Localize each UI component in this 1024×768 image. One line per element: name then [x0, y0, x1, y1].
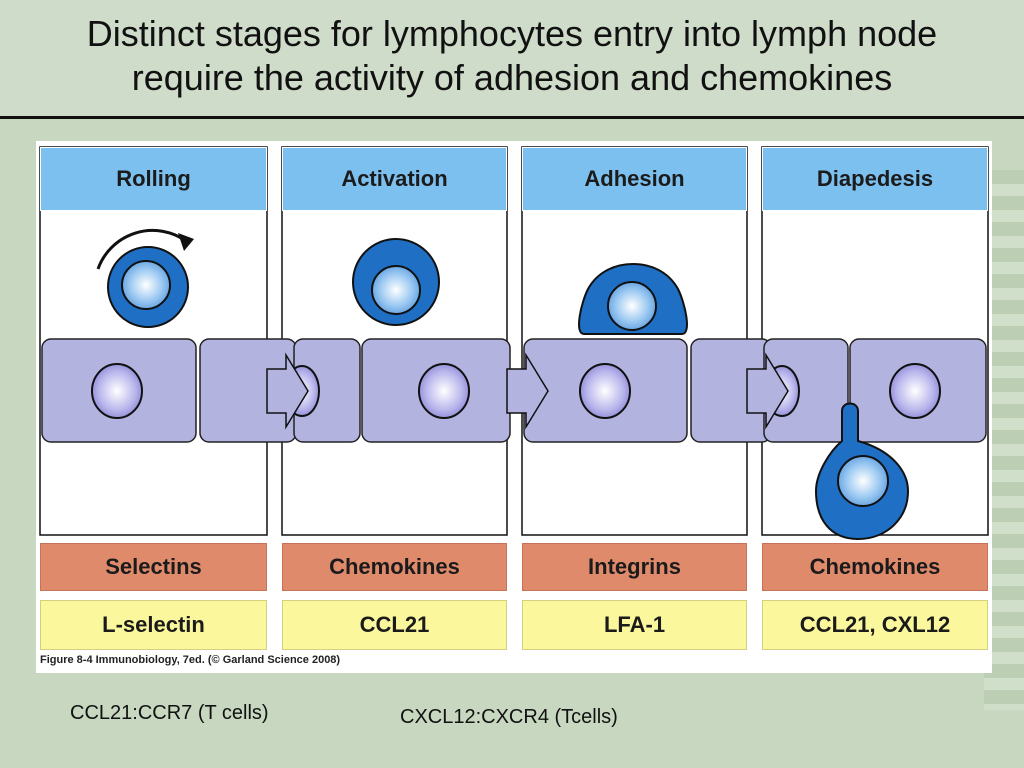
note-cxcl12-cxcr4: CXCL12:CXCR4 (Tcells) — [400, 706, 618, 728]
molecule-label-l-selectin: L-selectin — [40, 600, 267, 650]
molecule-label-lfa-1: LFA-1 — [522, 600, 747, 650]
stage-diagram — [39, 146, 989, 541]
lymphocyte-entry-figure: Rolling Activation Adhesion Diapedesis S… — [36, 141, 992, 673]
stage-label-adhesion: Adhesion — [522, 147, 747, 211]
title-area: Distinct stages for lymphocytes entry in… — [0, 0, 1024, 116]
stage-label-rolling: Rolling — [40, 147, 267, 211]
figure-caption: Figure 8-4 Immunobiology, 7ed. (© Garlan… — [40, 654, 341, 666]
molecule-label-ccl21: CCL21 — [282, 600, 507, 650]
class-label-chemokines: Chemokines — [282, 543, 507, 591]
title-divider — [0, 116, 1024, 119]
endothelial-nucleus — [889, 363, 941, 419]
endothelial-nucleus — [579, 363, 631, 419]
stage-label-activation: Activation — [282, 147, 507, 211]
note-ccl21-ccr7: CCL21:CCR7 (T cells) — [70, 702, 269, 724]
stage-arrow — [266, 352, 309, 430]
lymphocyte-nucleus — [837, 455, 889, 507]
lymphocyte-nucleus — [607, 281, 657, 331]
endothelial-nucleus — [418, 363, 470, 419]
class-label-integrins: Integrins — [522, 543, 747, 591]
stage-arrows — [266, 352, 789, 430]
endothelial-nucleus — [91, 363, 143, 419]
stage-label-diapedesis: Diapedesis — [762, 147, 988, 211]
lymphocyte-nucleus — [371, 265, 421, 315]
title-line-1: Distinct stages for lymphocytes entry in… — [86, 13, 938, 54]
lymphocyte-nucleus — [121, 260, 171, 310]
molecule-label-ccl21-cxl12: CCL21, CXL12 — [762, 600, 988, 650]
rolling-arrowhead — [178, 233, 194, 251]
class-label-chemokines-2: Chemokines — [762, 543, 988, 591]
class-label-selectins: Selectins — [40, 543, 267, 591]
endothelial-nuclei — [91, 363, 941, 419]
stage-arrow — [746, 352, 789, 430]
title-line-2: require the activity of adhesion and che… — [131, 57, 893, 98]
rolling-direction-arrow — [96, 228, 187, 270]
stage-arrow — [506, 352, 549, 430]
